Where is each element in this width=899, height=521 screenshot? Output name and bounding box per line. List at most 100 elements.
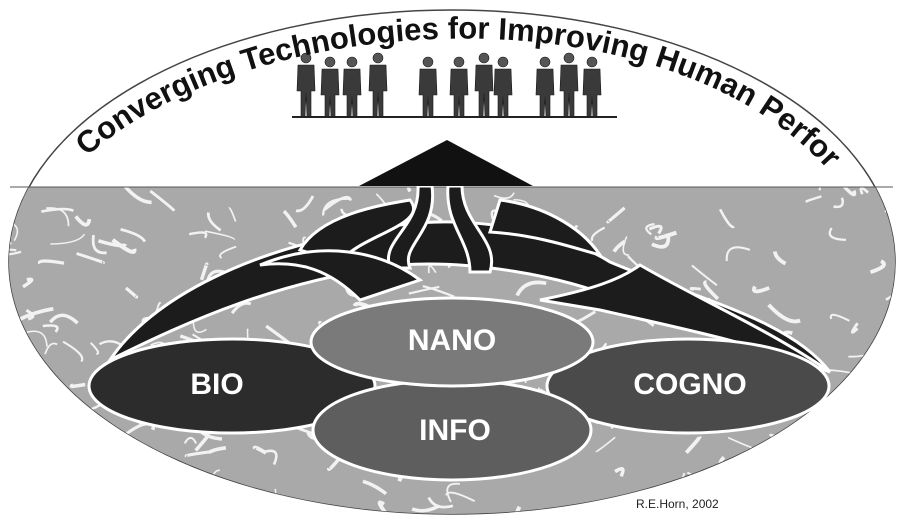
stream-left-inner: [297, 198, 415, 264]
person-body: [449, 68, 469, 118]
upward-arrow: [359, 140, 533, 186]
texture-street: [788, 502, 800, 514]
texture-street: [108, 491, 114, 504]
texture-street: [120, 187, 152, 205]
texture-street: [102, 492, 135, 499]
texture-street: [645, 223, 655, 236]
texture-street: [48, 313, 79, 325]
texture-street: [493, 192, 515, 200]
texture-street: [427, 264, 437, 274]
person-head: [300, 52, 312, 64]
person-body: [559, 64, 579, 118]
texture-street: [149, 189, 176, 212]
texture-street: [832, 421, 840, 433]
texture-street: [885, 288, 895, 301]
texture-street: [680, 513, 709, 514]
person-figure: [368, 52, 388, 118]
texture-street: [362, 479, 388, 496]
texture-street: [773, 462, 785, 482]
texture-street: [622, 236, 630, 256]
texture-street: [124, 286, 139, 299]
texture-street: [446, 482, 461, 503]
texture-street: [571, 509, 586, 514]
texture-street: [9, 493, 16, 508]
texture-street: [184, 450, 211, 458]
texture-street: [182, 510, 194, 514]
texture-street: [725, 246, 751, 262]
texture-street: [44, 484, 79, 503]
texture-street: [684, 436, 702, 454]
texture-street: [590, 226, 606, 242]
person-figure: [535, 56, 555, 118]
texture-street: [767, 303, 801, 324]
texture-street: [206, 212, 222, 232]
texture-street: [614, 466, 625, 478]
texture-street: [264, 449, 278, 466]
texture-street: [595, 436, 616, 453]
stream-to-bio: [259, 249, 424, 302]
nano-label: NANO: [408, 324, 496, 357]
person-figure: [493, 56, 513, 118]
texture-street: [850, 322, 859, 334]
person-body: [582, 68, 602, 118]
texture-street: [869, 259, 886, 275]
texture-street: [69, 382, 86, 389]
texture-street: [654, 230, 678, 241]
texture-street: [833, 197, 844, 209]
texture-street: [103, 432, 111, 452]
texture-street: [42, 324, 59, 333]
cogno-label: COGNO: [633, 368, 746, 401]
person-head: [346, 56, 358, 68]
texture-street: [691, 264, 718, 287]
texture-street: [9, 461, 22, 476]
texture-street: [41, 207, 74, 213]
texture-street: [246, 328, 249, 339]
texture-street: [829, 313, 850, 322]
texture-street: [805, 195, 822, 203]
person-head: [478, 52, 490, 64]
texture-street: [9, 330, 17, 340]
people-group: [296, 52, 602, 118]
texture-street: [727, 436, 752, 449]
texture-street: [427, 496, 454, 509]
person-body: [418, 68, 438, 118]
person-body: [368, 64, 388, 118]
person-body: [474, 64, 494, 118]
texture-street: [282, 209, 298, 229]
texture-street: [244, 488, 260, 503]
texture-street: [404, 187, 412, 193]
texture-street: [16, 463, 33, 472]
bio-label: BIO: [190, 368, 243, 401]
person-head: [497, 56, 509, 68]
texture-street: [97, 239, 127, 248]
person-head: [372, 52, 384, 64]
texture-street: [20, 382, 28, 394]
texture-street: [9, 220, 19, 242]
texture-street: [725, 496, 749, 513]
texture-street: [183, 436, 198, 444]
texture-street: [188, 231, 208, 239]
texture-street: [648, 224, 663, 235]
texture-street: [765, 455, 784, 474]
texture-street: [377, 500, 392, 514]
texture-street: [765, 503, 792, 513]
texture-street: [873, 368, 887, 377]
person-head: [586, 56, 598, 68]
texture-street: [26, 373, 45, 385]
texture-street: [30, 418, 55, 428]
texture-street: [807, 427, 818, 445]
texture-street: [689, 286, 701, 291]
info-label: INFO: [419, 414, 491, 447]
person-figure: [296, 52, 316, 118]
texture-street: [717, 489, 735, 503]
person-head: [453, 56, 465, 68]
texture-street: [37, 259, 65, 265]
texture-street: [840, 468, 870, 484]
texture-street: [752, 285, 770, 294]
texture-street: [818, 187, 826, 191]
texture-street: [252, 445, 267, 455]
texture-street: [230, 301, 252, 315]
texture-street: [43, 458, 75, 465]
